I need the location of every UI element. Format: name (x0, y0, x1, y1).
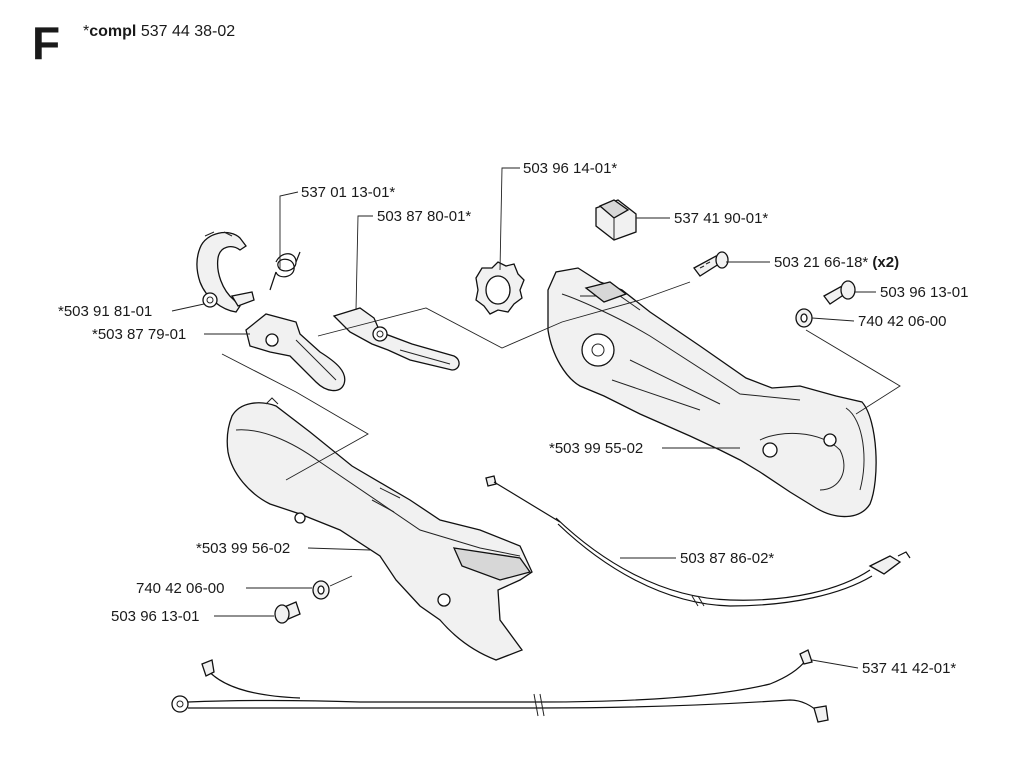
callout-screw-right: 503 96 13-01 (880, 284, 968, 301)
callout-throttle-cable: 503 87 86-02* (680, 550, 774, 567)
leader-lines (171, 167, 901, 669)
screw-part (693, 251, 729, 277)
clamp-ring-part (196, 231, 255, 313)
throttle-lever-part (332, 307, 460, 371)
handle-housing-right-part (547, 267, 877, 518)
callout-throttle-lever: 503 87 80-01* (377, 208, 471, 225)
star-ring-part (475, 261, 525, 315)
handle-housing-left-part (226, 397, 533, 661)
callout-screw-number: 503 21 66-18* (774, 254, 868, 271)
callout-handle-housing-left: *503 99 56-02 (196, 540, 290, 557)
stop-switch-part (595, 199, 637, 241)
section-letter: F (32, 17, 61, 69)
trigger-part (245, 313, 346, 392)
callout-star-ring: 503 96 14-01* (523, 160, 617, 177)
wire-harness-part (171, 649, 829, 723)
callout-trigger: *503 87 79-01 (92, 326, 186, 343)
compl-part-number: 537 44 38-02 (140, 23, 236, 40)
callout-screw-qty: (x2) (872, 254, 899, 271)
screw-right-part (823, 280, 856, 305)
callout-washer-left: 740 42 06-00 (136, 580, 224, 597)
callout-spring: 537 01 13-01* (301, 184, 395, 201)
callout-handle-housing-right: *503 99 55-02 (549, 440, 643, 457)
throttle-cable-part (485, 475, 911, 607)
spring-part (269, 251, 301, 291)
compl-label: compl (89, 23, 137, 40)
screw-left-part (274, 601, 301, 624)
washer-right-part (795, 308, 813, 328)
callout-washer-right: 740 42 06-00 (858, 313, 946, 330)
callout-screw-x2: 503 21 66-18* (x2) (774, 254, 899, 271)
callout-clamp-ring: *503 91 81-01 (58, 303, 152, 320)
washer-left-part (312, 580, 330, 600)
callout-screw-left: 503 96 13-01 (111, 608, 199, 625)
assembly-note: *compl 537 44 38-02 (83, 22, 235, 42)
callout-wire-harness: 537 41 42-01* (862, 660, 956, 677)
asterisk: * (83, 23, 90, 40)
callout-stop-switch: 537 41 90-01* (674, 210, 768, 227)
